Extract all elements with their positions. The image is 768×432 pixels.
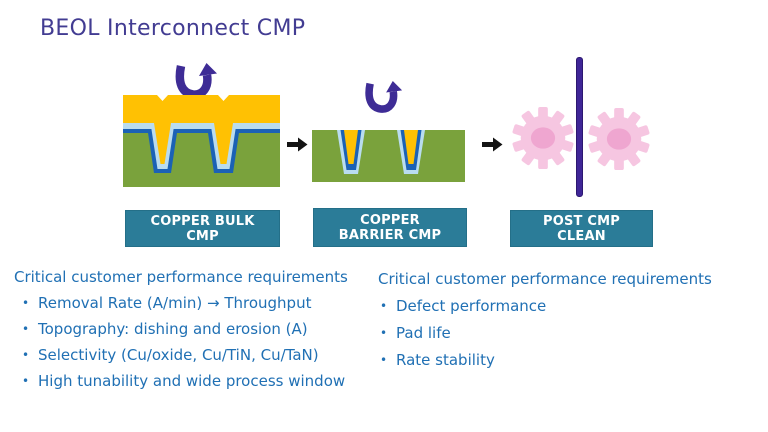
step-label-line: CLEAN bbox=[557, 228, 606, 244]
list-item: • Selectivity (Cu/oxide, Cu/TiN, Cu/TaN) bbox=[14, 346, 372, 372]
copper-bulk-cross-section bbox=[123, 95, 280, 187]
purple-vertical-bar-icon bbox=[576, 57, 583, 197]
list-item: • Rate stability bbox=[378, 351, 718, 378]
list-item: • High tunability and wide process windo… bbox=[14, 372, 372, 398]
gear-icon bbox=[588, 108, 650, 170]
right-arrow-icon bbox=[287, 137, 308, 152]
requirements-heading: Critical customer performance requiremen… bbox=[378, 270, 712, 288]
list-item: • Topography: dishing and erosion (A) bbox=[14, 320, 372, 346]
bullet-icon: • bbox=[22, 296, 30, 310]
right-requirements-list: Critical customer performance requiremen… bbox=[378, 270, 718, 378]
dielectric-layer bbox=[123, 130, 280, 187]
gear-icon bbox=[512, 107, 574, 169]
list-item: • Removal Rate (A/min) → Throughput bbox=[14, 294, 372, 320]
copper-overburden bbox=[123, 95, 280, 164]
copper-lines bbox=[344, 130, 418, 164]
requirement-text: Removal Rate (A/min) → Throughput bbox=[38, 294, 312, 312]
left-requirements-list: Critical customer performance requiremen… bbox=[14, 268, 372, 398]
step-label-line: COPPER BULK bbox=[150, 213, 255, 229]
rotate-arrow-icon bbox=[175, 63, 217, 99]
step-label-post-cmp-clean: POST CMP CLEAN bbox=[510, 210, 653, 247]
step-label-line: CMP bbox=[186, 228, 219, 244]
list-item: • Defect performance bbox=[378, 297, 718, 324]
step-label-copper-bulk-cmp: COPPER BULK CMP bbox=[125, 210, 280, 247]
bullet-icon: • bbox=[22, 374, 30, 388]
dielectric-layer bbox=[312, 130, 465, 182]
copper-barrier-cross-section bbox=[312, 130, 465, 182]
requirement-text: Topography: dishing and erosion (A) bbox=[38, 320, 308, 338]
requirement-text: Pad life bbox=[396, 324, 451, 342]
bullet-icon: • bbox=[380, 353, 388, 367]
requirements-heading: Critical customer performance requiremen… bbox=[14, 268, 348, 286]
bullet-icon: • bbox=[380, 326, 388, 340]
requirement-text: High tunability and wide process window bbox=[38, 372, 346, 390]
step-label-line: BARRIER CMP bbox=[338, 227, 442, 243]
step-label-copper-barrier-cmp: COPPER BARRIER CMP bbox=[313, 208, 467, 247]
list-item: • Pad life bbox=[378, 324, 718, 351]
step-label-line: COPPER bbox=[360, 212, 420, 228]
bullet-icon: • bbox=[22, 322, 30, 336]
requirement-text: Defect performance bbox=[396, 297, 547, 315]
requirement-text: Rate stability bbox=[396, 351, 495, 369]
right-arrow-icon bbox=[482, 137, 503, 152]
page-title: BEOL Interconnect CMP bbox=[40, 16, 306, 41]
requirement-text: Selectivity (Cu/oxide, Cu/TiN, Cu/TaN) bbox=[38, 346, 319, 364]
rotate-arrow-icon bbox=[365, 81, 403, 113]
step-label-line: POST CMP bbox=[543, 213, 620, 229]
bullet-icon: • bbox=[22, 348, 30, 362]
bullet-icon: • bbox=[380, 299, 388, 313]
